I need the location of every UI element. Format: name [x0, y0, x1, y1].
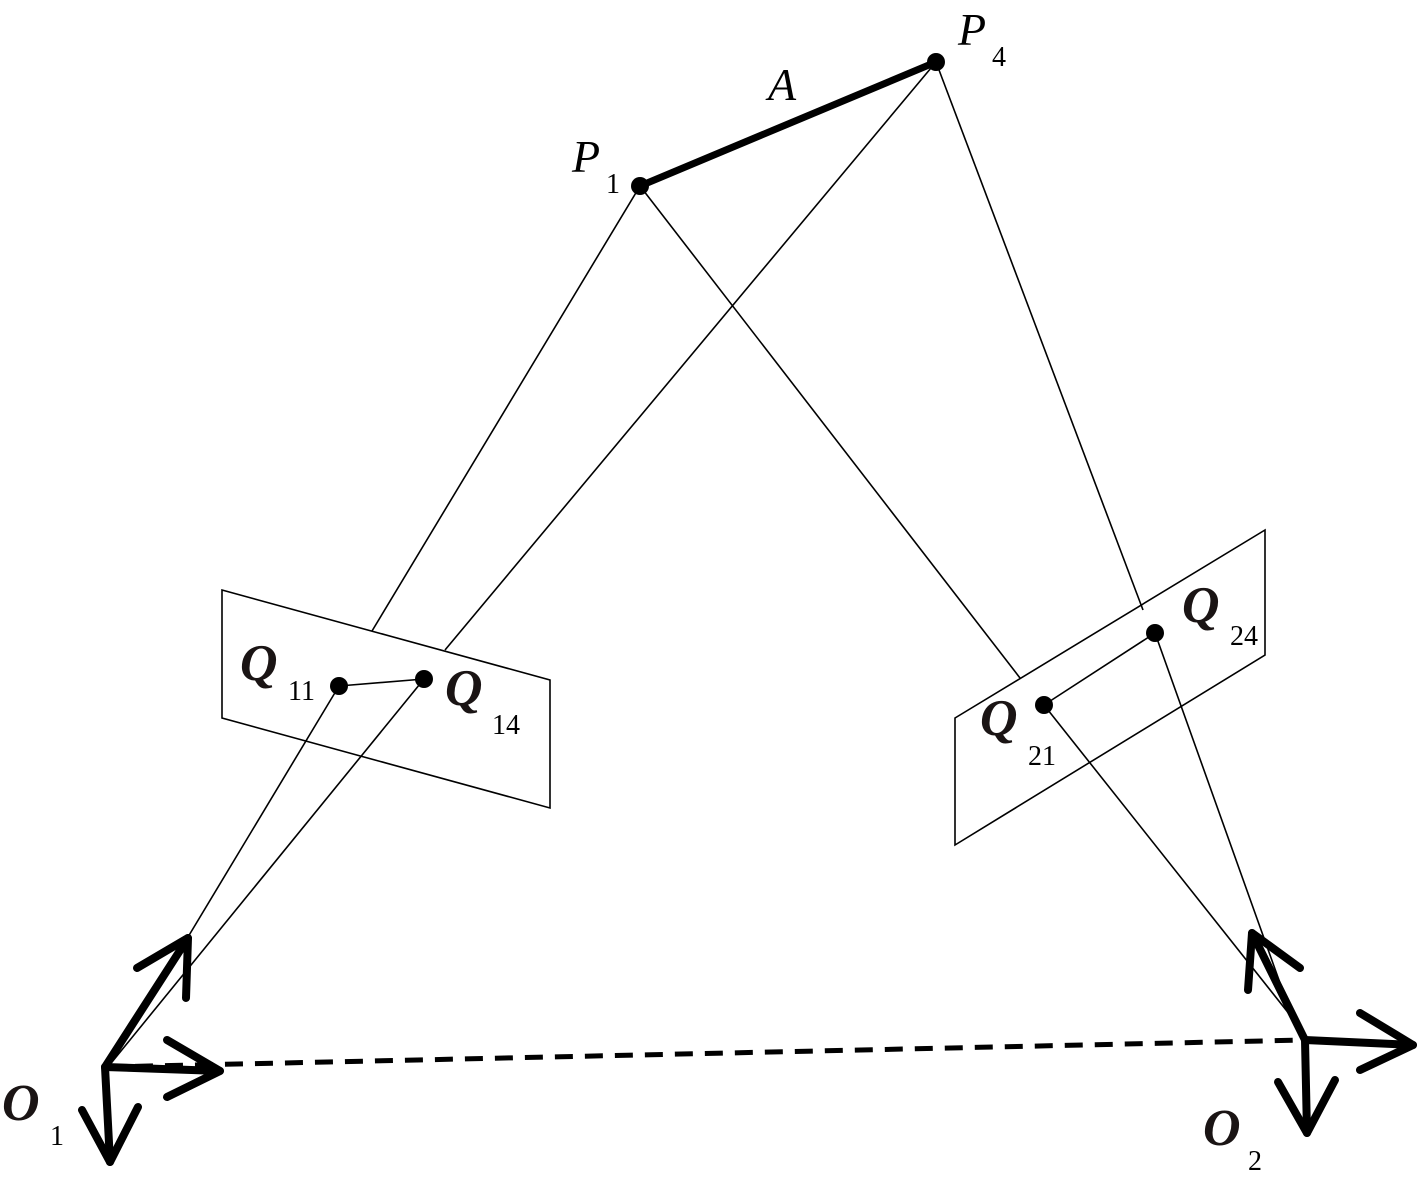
- image-plane-right: [954, 528, 1266, 847]
- label-o2-sub: 2: [1248, 1146, 1262, 1177]
- point-p1: [631, 177, 649, 195]
- label-o1-sub: 1: [50, 1121, 64, 1152]
- label-q24: Q: [1182, 577, 1220, 634]
- label-q11-sub: 11: [288, 676, 315, 707]
- point-p4: [927, 53, 945, 71]
- label-p1-sub: 1: [606, 169, 620, 200]
- baseline: [104, 1037, 1306, 1070]
- label-q11: Q: [240, 635, 278, 692]
- label-p1: P: [571, 131, 600, 182]
- camera-axes-o2: [1244, 929, 1417, 1137]
- label-p4: P: [957, 4, 986, 55]
- point-markers: [330, 53, 1164, 714]
- camera-axes-o1: [78, 934, 224, 1166]
- segment-A: [636, 58, 940, 190]
- point-q24: [1146, 624, 1164, 642]
- point-q14: [415, 670, 433, 688]
- label-o1: O: [2, 1075, 40, 1132]
- point-q21: [1035, 696, 1053, 714]
- label-q14: Q: [445, 660, 483, 717]
- label-q24-sub: 24: [1230, 621, 1258, 652]
- point-q11: [330, 677, 348, 695]
- label-a: A: [765, 59, 797, 110]
- label-q21: Q: [980, 690, 1018, 747]
- label-o2: O: [1203, 1100, 1241, 1157]
- label-q21-sub: 21: [1028, 741, 1056, 772]
- image-plane-left: [221, 588, 551, 810]
- label-p4-sub: 4: [992, 42, 1006, 73]
- projection-rays: [111, 61, 1296, 1063]
- label-q14-sub: 14: [492, 710, 520, 741]
